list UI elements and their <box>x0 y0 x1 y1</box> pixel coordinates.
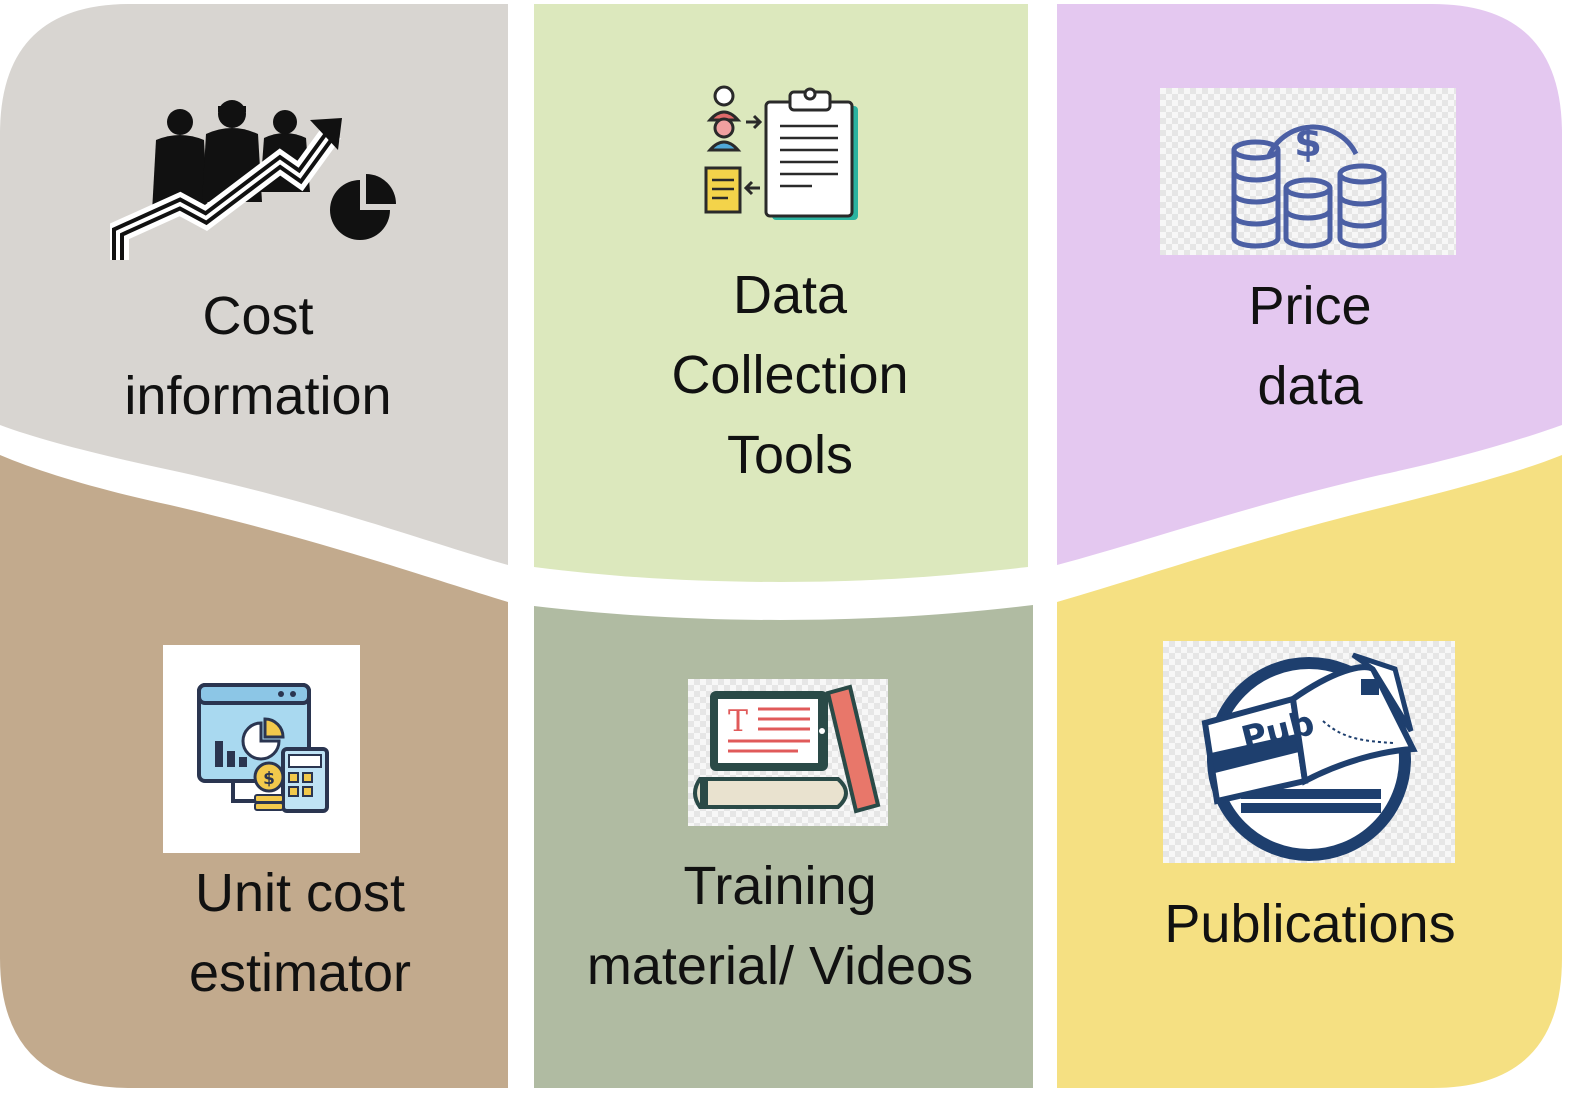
label-line: Unit cost <box>194 863 406 923</box>
publications-pub-icon: Pub <box>1163 641 1455 863</box>
unit-cost-estimator-label: Unit cost estimator <box>150 853 450 1013</box>
svg-text:$: $ <box>263 769 275 789</box>
label-line: Tools <box>726 425 854 485</box>
label-line: Publications <box>1164 894 1456 954</box>
label-line: information <box>124 366 392 426</box>
data-collection-tile[interactable] <box>534 4 1028 582</box>
label-line: Training <box>683 856 877 916</box>
cost-estimator-dashboard-icon: $ <box>163 645 360 853</box>
label-line: material/ Videos <box>586 936 974 996</box>
coin-stacks-dollar-icon: $ <box>1160 88 1456 255</box>
price-data-label: Price data <box>1170 266 1450 426</box>
tablet-books-icon: T <box>688 679 888 826</box>
data-collection-tools-label: Data Collection Tools <box>640 255 940 495</box>
data-collection-clipboard-icon <box>702 76 862 226</box>
training-material-tile[interactable] <box>534 605 1033 1088</box>
publications-label: Publications <box>1140 884 1480 964</box>
training-material-videos-label: Training material/ Videos <box>555 846 1005 1006</box>
label-line: Data <box>732 265 848 325</box>
label-line: Price <box>1248 276 1372 336</box>
label-line: estimator <box>188 943 412 1003</box>
business-growth-icon <box>107 92 400 264</box>
cost-information-label: Cost information <box>100 276 416 436</box>
svg-text:T: T <box>728 704 748 739</box>
label-line: Cost <box>202 286 314 346</box>
cost-information-tile[interactable] <box>0 4 508 565</box>
label-line: Collection <box>671 345 909 405</box>
label-line: data <box>1257 356 1363 416</box>
svg-text:$: $ <box>1294 120 1322 166</box>
